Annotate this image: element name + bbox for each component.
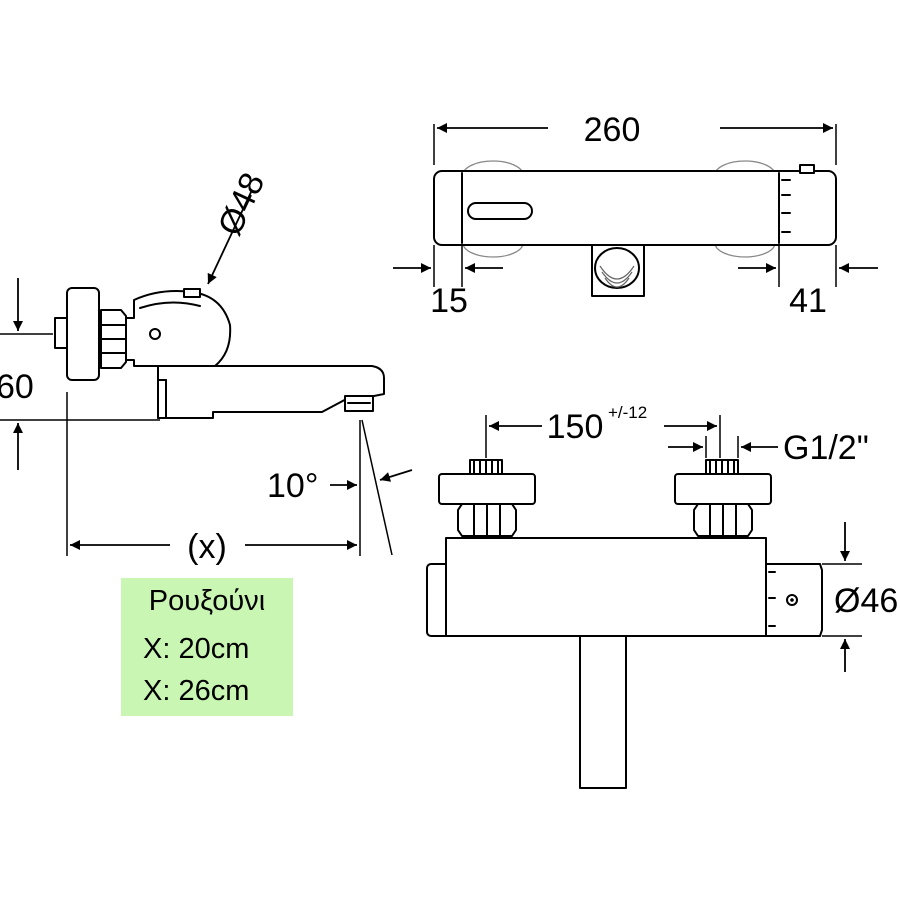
- side-wall-stub: [54, 317, 68, 349]
- spout-legend: Ρουξούνι X: 20cm X: 26cm: [121, 578, 293, 716]
- dim-body-dia: Ø46: [834, 582, 898, 620]
- dim-thread: G1/2": [783, 429, 869, 467]
- front-inlet-right: [674, 459, 772, 537]
- dim-inlet-tolerance: +/-12: [608, 403, 647, 422]
- top-button: [799, 164, 815, 174]
- top-indicator-slot: [467, 202, 533, 220]
- front-handle: [765, 563, 823, 637]
- side-screw: [149, 328, 161, 340]
- side-view: Ø48 60 (x) 10°: [0, 167, 413, 566]
- front-inlet-left: [438, 459, 536, 537]
- top-body: [433, 170, 837, 246]
- dim-top-width: 260: [584, 111, 641, 149]
- dim-top-right-offset: 41: [789, 282, 827, 320]
- side-nut: [100, 309, 127, 369]
- dim-inlet-spacing: 150: [547, 408, 604, 446]
- front-outlet-pipe: [579, 635, 627, 789]
- side-spout: [157, 365, 385, 419]
- front-handle-button: [786, 594, 798, 606]
- dim-spout-reach: (x): [187, 528, 227, 566]
- side-body: [125, 290, 232, 367]
- top-view: 260 15 41: [393, 111, 878, 320]
- dim-side-wall-dia: Ø48: [211, 167, 273, 241]
- side-wall-plate: [66, 287, 100, 381]
- legend-title: Ρουξούνι: [148, 585, 266, 617]
- dim-side-height: 60: [0, 368, 34, 406]
- front-body: [445, 537, 767, 637]
- side-button: [183, 288, 201, 298]
- front-view: 150 +/-12 G1/2" Ø46: [426, 403, 898, 789]
- dim-spout-angle: 10°: [267, 467, 318, 505]
- dim-top-left-offset: 15: [430, 282, 468, 320]
- top-spout-outlet: [591, 242, 645, 297]
- legend-option-1: X: 20cm: [143, 633, 250, 665]
- legend-option-2: X: 26cm: [143, 675, 250, 707]
